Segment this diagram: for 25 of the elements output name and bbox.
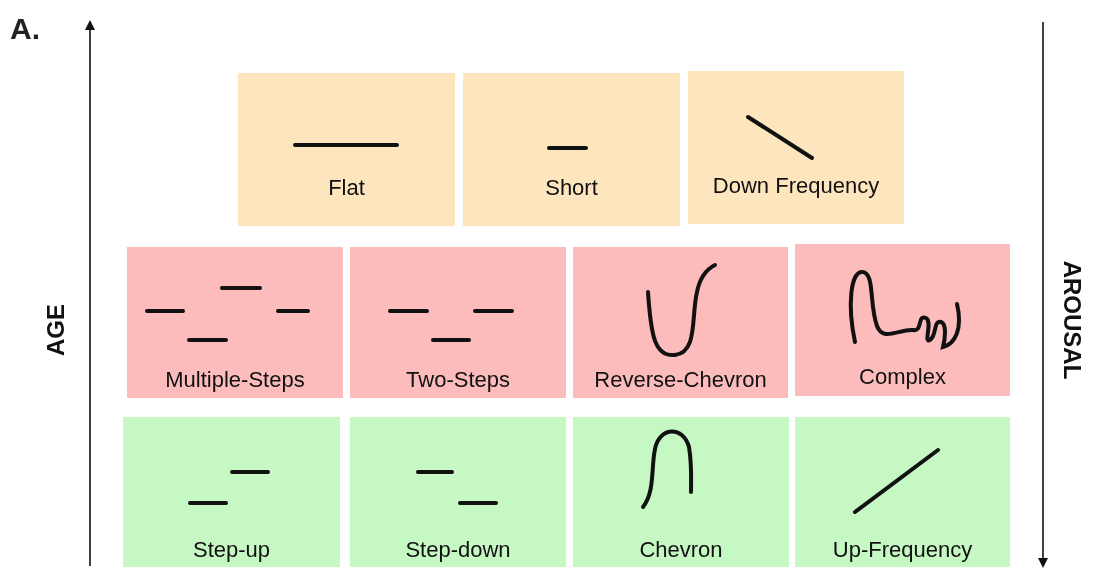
pattern-label: Down Frequency — [711, 173, 881, 199]
pattern-label: Short — [544, 175, 599, 201]
panel-letter: A. — [10, 12, 40, 46]
pattern-label: Flat — [327, 175, 366, 201]
axis-title: AROUSAL — [1058, 260, 1086, 380]
pattern-label: Chevron — [638, 537, 724, 563]
pattern-card — [123, 417, 340, 567]
pattern-label: Step-up — [191, 537, 272, 563]
pattern-card — [350, 247, 566, 398]
pattern-card — [350, 417, 566, 567]
pattern-card — [238, 73, 455, 226]
pattern-card — [463, 73, 680, 226]
axis-title: AGE — [42, 304, 70, 356]
pattern-label: Step-down — [404, 537, 512, 563]
pattern-card — [573, 247, 788, 398]
pattern-label: Reverse-Chevron — [593, 367, 768, 393]
pattern-label: Complex — [858, 364, 947, 390]
pattern-card — [795, 244, 1010, 396]
pattern-label: Two-Steps — [405, 367, 511, 393]
pattern-card — [795, 417, 1010, 567]
pattern-label: Multiple-Steps — [164, 367, 306, 393]
pattern-card — [127, 247, 343, 398]
pattern-label: Up-Frequency — [831, 537, 974, 563]
pattern-card — [688, 71, 904, 224]
pattern-card — [573, 417, 789, 567]
